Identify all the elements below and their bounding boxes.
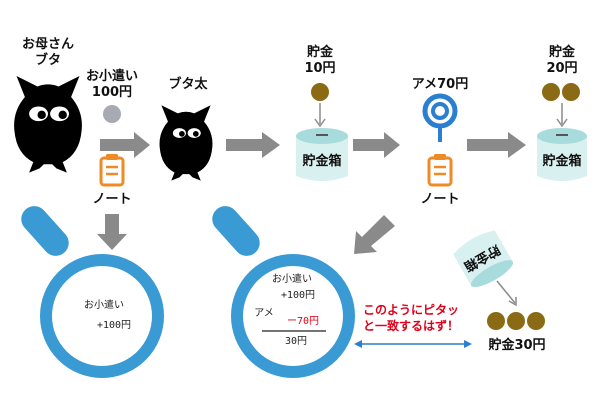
jar1-label: 貯金箱 xyxy=(302,153,341,169)
lollipop-icon xyxy=(422,93,458,142)
match-note-line2: と一致するはず！ xyxy=(363,318,459,333)
jar2-label: 貯金箱 xyxy=(542,153,581,169)
notebook2-line2: +100円 xyxy=(281,290,315,301)
double-arrow-icon xyxy=(354,340,472,348)
candy-label: アメ70円 xyxy=(412,77,468,92)
notebook1-line2: +100円 xyxy=(97,320,131,331)
arrow-down-icon xyxy=(97,214,127,250)
magnifier-lens xyxy=(231,254,355,378)
magnifier-1: お小遣い +100円 xyxy=(21,206,164,378)
magnifier-2: お小遣い +100円 アメ ー70円 30円 xyxy=(212,206,355,378)
mother-pig-label-line2: ブタ xyxy=(35,52,61,68)
note-label-2: ノート xyxy=(420,192,459,207)
gold-coin-icon xyxy=(562,83,580,101)
note-label-1: ノート xyxy=(92,192,131,207)
match-note-line1: このようにピタッ xyxy=(363,303,459,317)
coin-drop-arrowhead xyxy=(556,118,568,128)
gold-coin-icon xyxy=(487,312,505,330)
coin-drop-arrowhead xyxy=(314,118,326,128)
notebook2-line4: 30円 xyxy=(285,336,307,347)
piggy-bank-jar-1 xyxy=(296,128,348,181)
coin-drop-arrowhead xyxy=(508,297,517,307)
notebook2-line1: お小遣い xyxy=(272,272,312,285)
arrow-right-icon xyxy=(467,132,526,158)
notebook2-line3-label: アメ xyxy=(254,308,274,319)
arrow-right-icon xyxy=(353,132,400,158)
magnifier-lens xyxy=(40,254,164,378)
allowance-label-line2: 100円 xyxy=(92,85,132,100)
buta-ta-pig-icon xyxy=(159,105,213,181)
savings30-label: 貯金30円 xyxy=(488,337,545,353)
magnifier-handle xyxy=(21,206,69,256)
buta-ta-label: ブタ太 xyxy=(168,76,208,92)
gold-coin-icon xyxy=(507,312,525,330)
savings20-label-line2: 20円 xyxy=(546,61,577,76)
magnifier-handle xyxy=(212,206,260,256)
savings20-label-line1: 貯金 xyxy=(549,44,576,60)
coin-drop-line xyxy=(496,280,516,304)
gold-coin-icon xyxy=(311,83,329,101)
allowance-label-line1: お小遣い xyxy=(86,68,138,84)
clipboard-icon xyxy=(427,154,453,187)
notebook1-line1: お小遣い xyxy=(84,298,124,311)
gold-coin-icon xyxy=(527,312,545,330)
mother-pig-icon xyxy=(14,76,82,173)
savings10-label-line1: 貯金 xyxy=(307,44,334,60)
mother-pig-label-line1: お母さん xyxy=(22,37,74,52)
gold-coin-icon xyxy=(542,83,560,101)
arrow-right-icon xyxy=(100,132,150,158)
clipboard-icon xyxy=(99,154,125,187)
piggy-bank-jar-tipped xyxy=(453,230,514,288)
notebook2-line3-value: ー70円 xyxy=(287,316,319,327)
arrow-right-icon xyxy=(226,132,280,158)
savings10-label-line2: 10円 xyxy=(304,61,335,76)
silver-coin-icon xyxy=(103,105,121,123)
arrow-diagonal-icon xyxy=(354,215,395,254)
piggy-bank-jar-2 xyxy=(537,128,587,181)
